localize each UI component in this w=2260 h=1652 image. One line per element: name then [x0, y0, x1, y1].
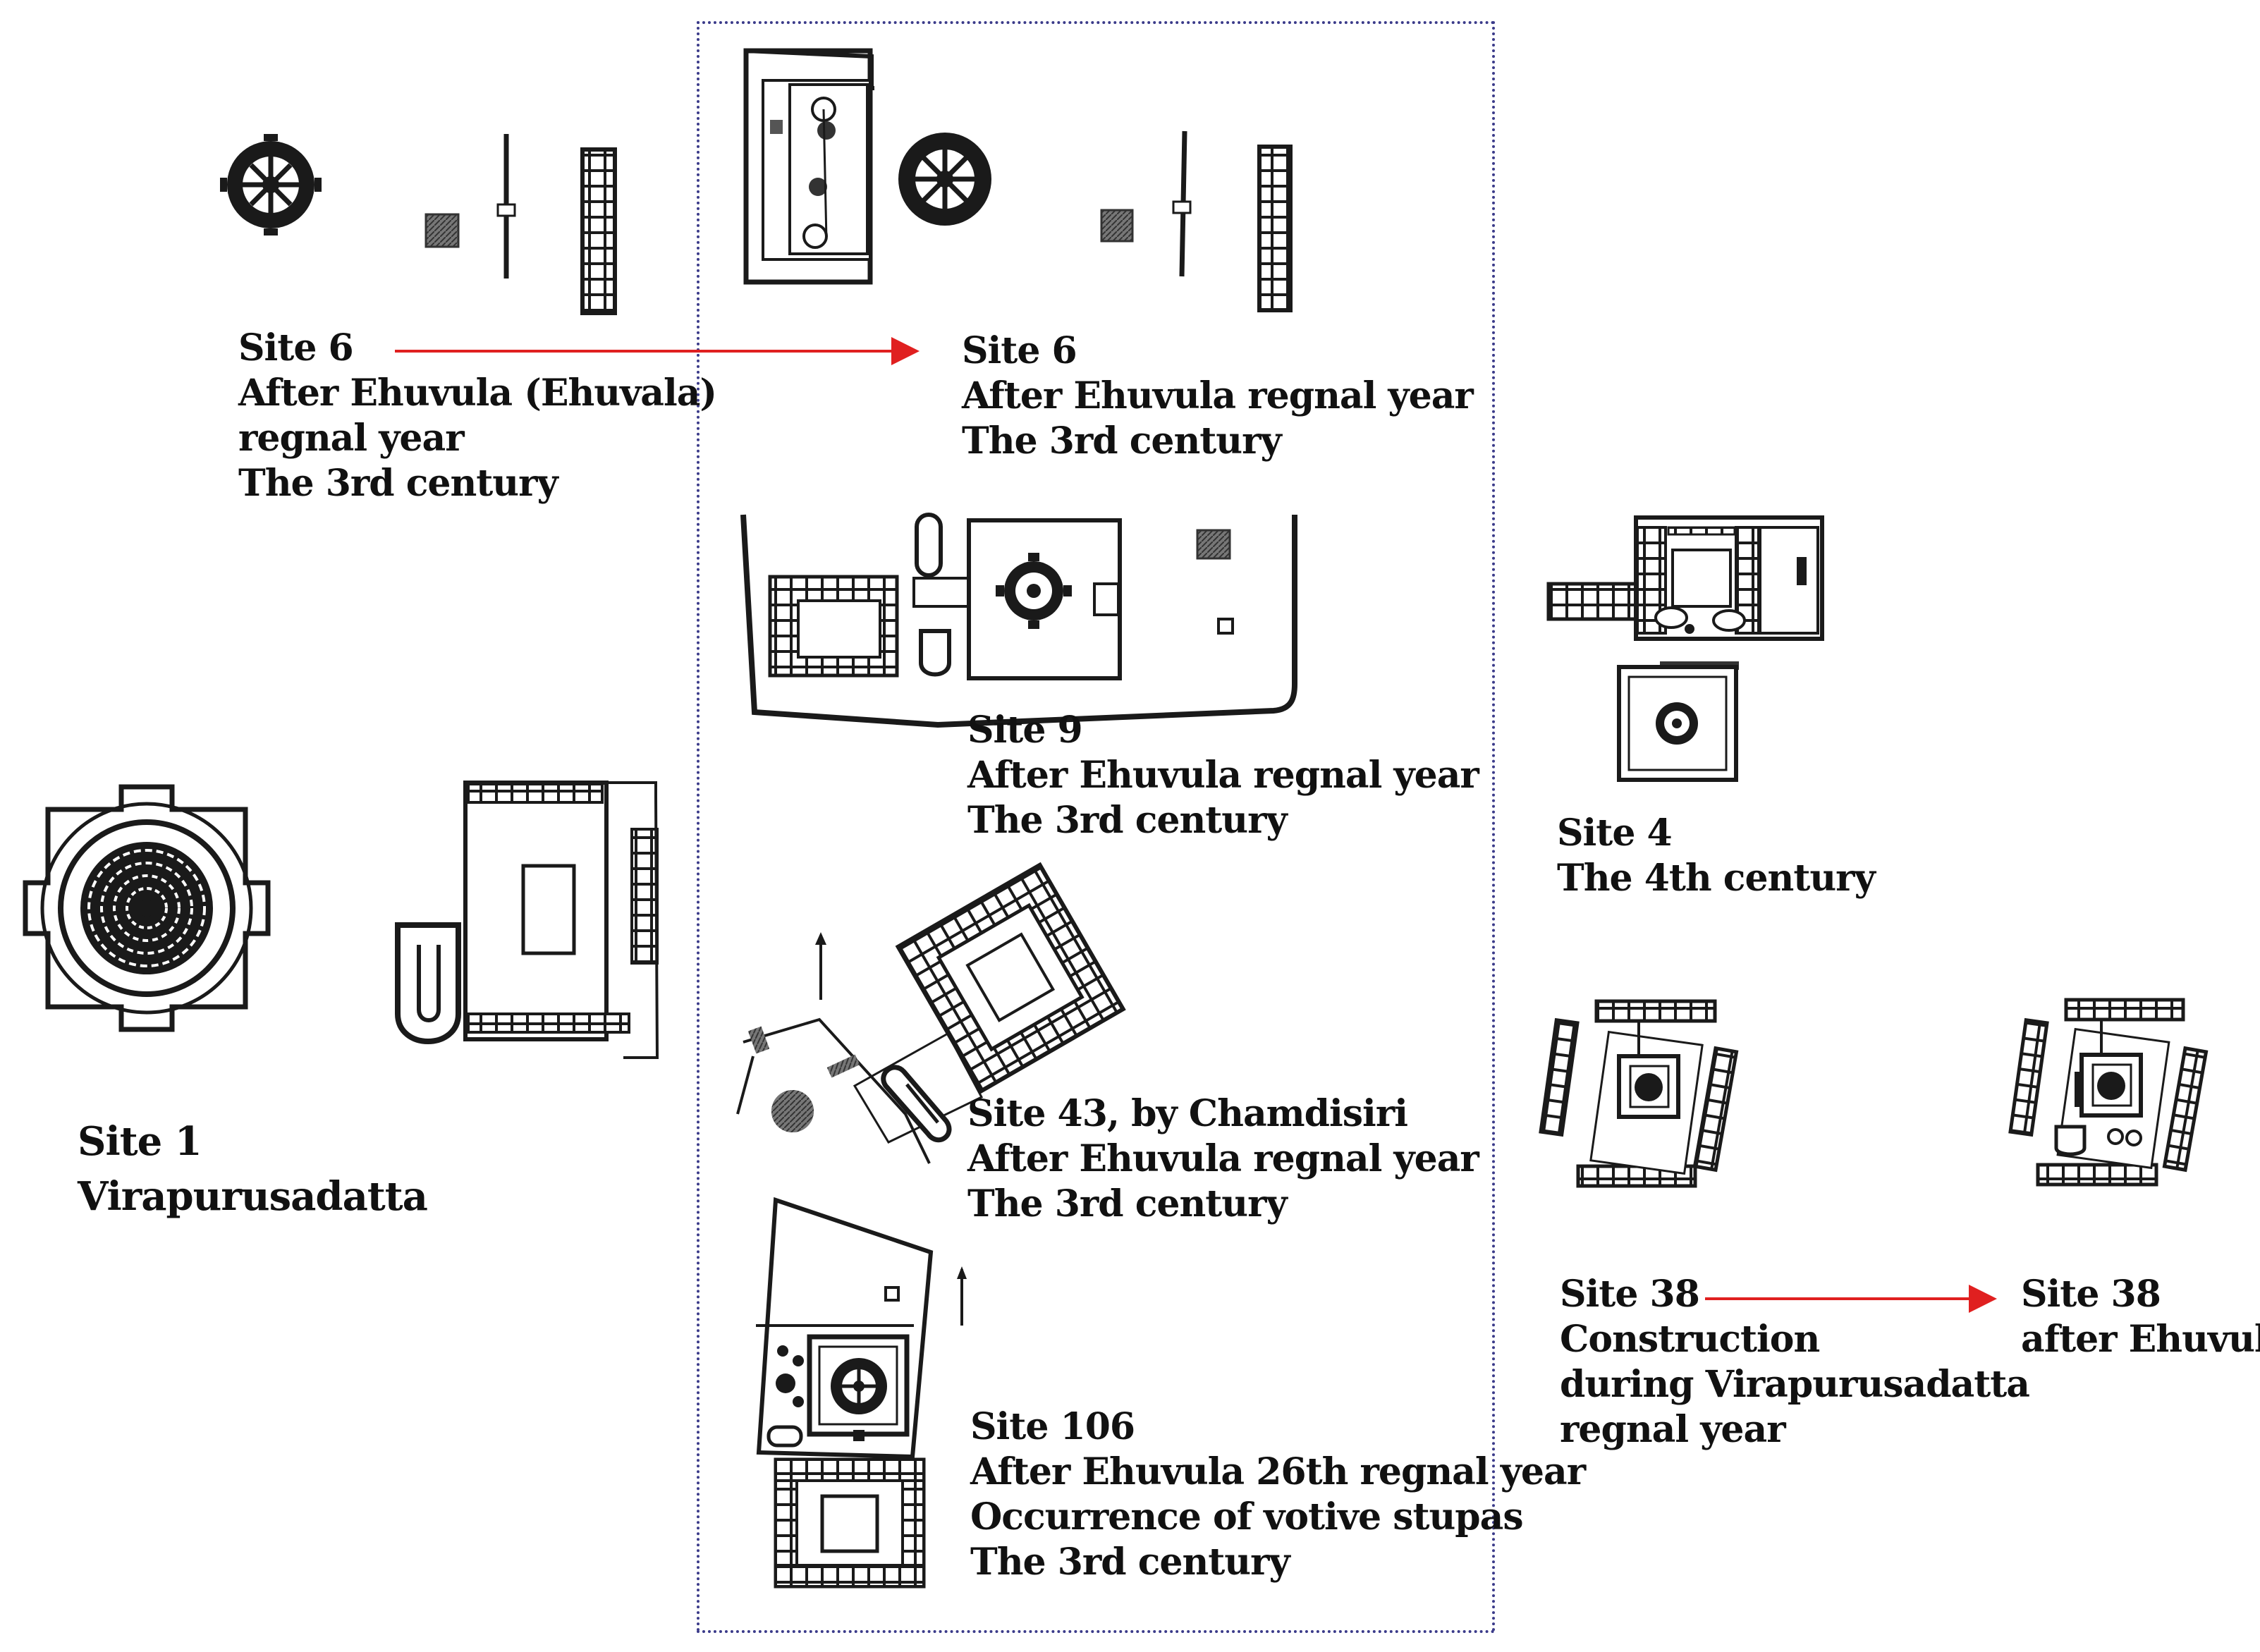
site6-after-plan [743, 48, 1293, 312]
caption-site-label: Site 9 [967, 709, 1083, 752]
caption-site9: Site 9 After Ehuvula regnal year The 3rd… [967, 708, 1479, 843]
site4-plan [1546, 515, 1824, 782]
caption-site106: Site 106 After Ehuvula 26th regnal year … [970, 1405, 1586, 1585]
site9-plan [740, 513, 1297, 728]
caption-century: The 4th century [1557, 857, 1876, 900]
caption-period: after Ehuvula [2021, 1318, 2260, 1361]
caption-site-label: Site 106 [970, 1405, 1135, 1448]
caption-century: The 3rd century [962, 420, 1282, 463]
caption-ruler: Virapurusadatta [78, 1173, 428, 1220]
site106-stupa [831, 1358, 887, 1414]
caption-site-label: Site 1 [78, 1118, 202, 1165]
site1-great-stupa [23, 784, 271, 1032]
site6-before-plan [220, 134, 617, 315]
caption-period-end: regnal year [1560, 1408, 1786, 1451]
caption-site-label: Site 4 [1557, 812, 1673, 855]
caption-site1: Site 1 Virapurusadatta [78, 1114, 428, 1224]
caption-period: After Ehuvula regnal year [962, 374, 1474, 417]
caption-site-label: Site 38 [1560, 1273, 1700, 1316]
site6-before-stupa-wheel [220, 134, 322, 235]
caption-site4: Site 4 The 4th century [1557, 811, 1876, 901]
caption-site43: Site 43, by Chamdisiri After Ehuvula reg… [967, 1091, 1479, 1227]
caption-period-cont: during Virapurusadatta [1560, 1363, 2030, 1406]
caption-period: After Ehuvula 26th regnal year [970, 1450, 1586, 1493]
caption-century: The 3rd century [967, 799, 1288, 842]
caption-site6-after: Site 6 After Ehuvula regnal year The 3rd… [962, 329, 1474, 464]
caption-period: After Ehuvula regnal year [967, 1137, 1479, 1180]
caption-century: The 3rd century [238, 462, 558, 505]
caption-site38-before: Site 38 Construction during Virapurusada… [1560, 1272, 2030, 1452]
caption-note: Occurrence of votive stupas [970, 1495, 1524, 1538]
caption-site-label: Site 6 [962, 329, 1077, 372]
caption-period: After Ehuvula regnal year [967, 754, 1479, 797]
caption-site-label: Site 38 [2021, 1273, 2161, 1316]
caption-site-label: Site 6 [238, 326, 354, 369]
site106-plan [756, 1197, 967, 1589]
caption-century: The 3rd century [970, 1541, 1290, 1584]
caption-century: The 3rd century [967, 1182, 1288, 1225]
caption-period-cont: regnal year [238, 417, 465, 460]
site38-after-plan [2008, 998, 2209, 1187]
site9-stupa [996, 553, 1072, 629]
caption-site6-before: Site 6 After Ehuvula (Ehuvala) regnal ye… [238, 326, 717, 506]
caption-site38-after: Site 38 after Ehuvula [2021, 1272, 2260, 1362]
site43-plan [736, 862, 1126, 1164]
caption-site-label: Site 43, by Chamdisiri [967, 1092, 1408, 1135]
after-ehuvula-group-frame [697, 21, 1495, 1633]
site1-plan [23, 781, 659, 1059]
site4-stupa [1656, 702, 1698, 745]
caption-period: Construction [1560, 1318, 1820, 1361]
caption-period: After Ehuvula (Ehuvala) [238, 372, 717, 415]
site38-before-plan [1539, 999, 1739, 1188]
site6-after-stupa-wheel [898, 133, 991, 226]
